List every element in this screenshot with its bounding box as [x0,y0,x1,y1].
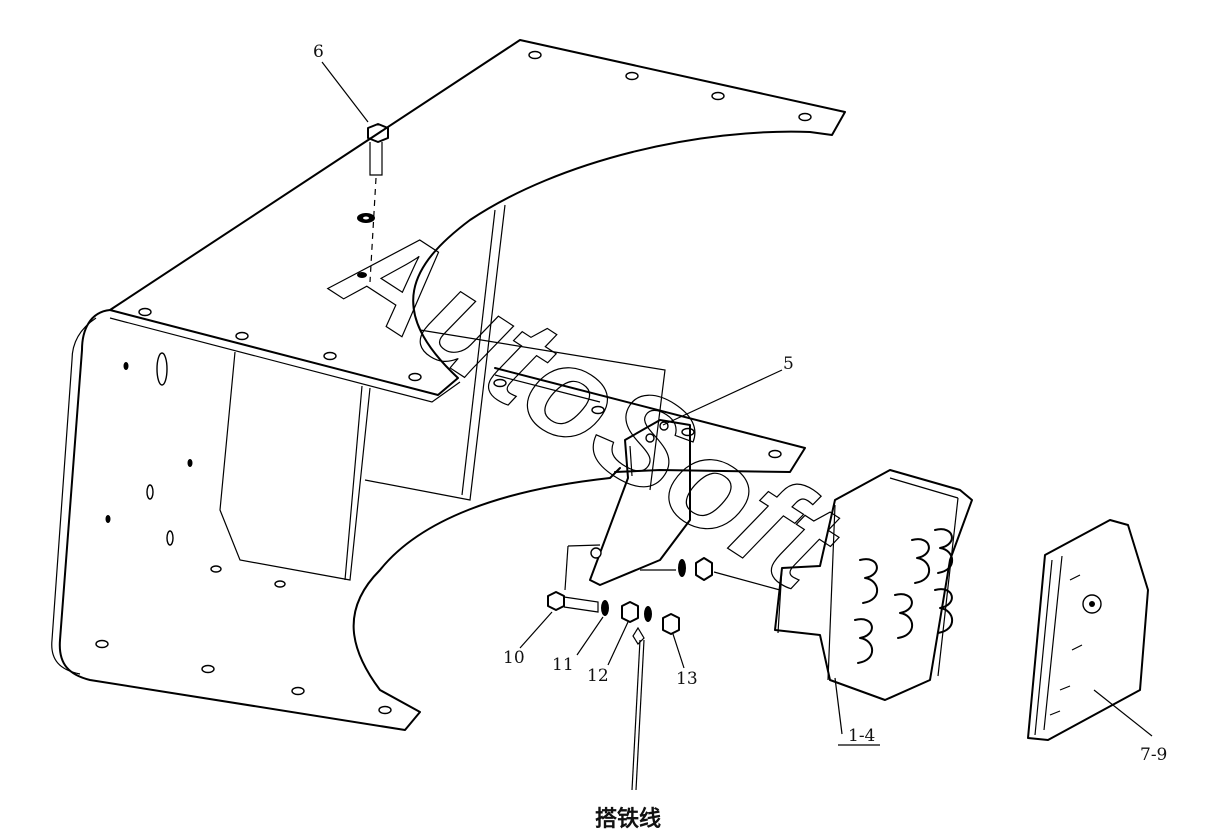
label-part-13: 13 [676,669,698,689]
cover-part-1-4 [774,469,973,746]
fasteners [519,544,781,791]
bracket-holes [95,50,812,715]
watermark: AutoSoft [312,189,866,620]
cover-ribs [854,528,954,664]
part-labels: 6 5 10 11 12 13 1-4 7-9 搭铁线 [313,42,1167,832]
label-part-12: 12 [587,666,609,686]
label-part-5: 5 [783,354,794,374]
bolt-part-6 [321,61,389,283]
mounting-bracket [51,39,846,731]
label-part-6: 6 [313,42,324,62]
label-ground-wire: 搭铁线 [595,806,661,832]
label-part-1-4: 1-4 [848,726,875,746]
plate-part-5 [589,369,783,586]
label-part-10: 10 [503,648,525,668]
label-part-7-9: 7-9 [1140,745,1167,765]
label-part-11: 11 [552,655,574,675]
end-cap-part-7-9 [1027,519,1153,741]
